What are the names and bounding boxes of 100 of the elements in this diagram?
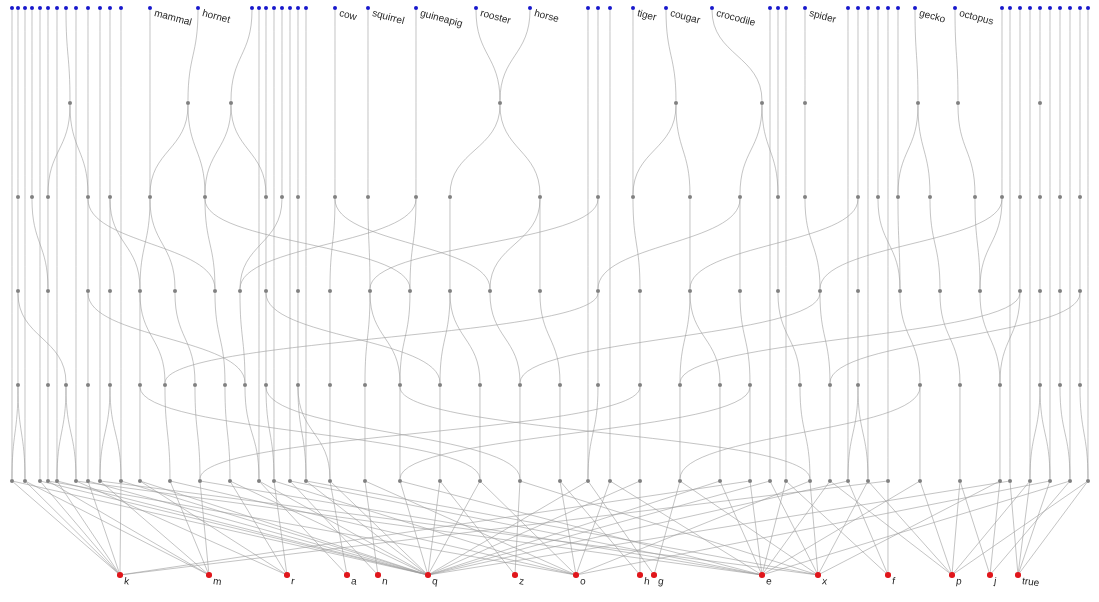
node-dot	[865, 478, 871, 484]
edge-line	[17, 386, 26, 480]
node-dot	[775, 288, 781, 294]
node-dot	[97, 478, 103, 484]
node-dot	[1057, 288, 1063, 294]
edge-line	[514, 482, 521, 573]
edge-line	[409, 198, 417, 290]
node-dot	[1018, 6, 1022, 10]
node-dot	[595, 288, 601, 294]
node-dot	[856, 6, 860, 10]
node-label: h	[643, 575, 651, 588]
edge-line	[364, 482, 378, 573]
edge-line	[920, 482, 952, 573]
node-dot	[687, 288, 693, 294]
node-dot	[288, 6, 292, 10]
node-dot	[202, 194, 208, 200]
edge-line	[101, 482, 208, 574]
node-dot	[212, 288, 218, 294]
node-dot	[768, 6, 772, 10]
edge-line	[65, 9, 71, 102]
edge-line	[539, 292, 561, 384]
node-dot	[167, 478, 173, 484]
node-dot	[15, 382, 21, 388]
node-dot	[595, 382, 601, 388]
edge-line	[831, 481, 951, 574]
node-dot	[397, 382, 403, 388]
node-dot	[257, 6, 261, 10]
edge-line	[857, 292, 859, 384]
node-dot	[85, 194, 91, 200]
node-dot	[295, 382, 301, 388]
edge-line	[720, 482, 762, 573]
edge-line	[991, 482, 1069, 574]
node-dot	[955, 100, 961, 106]
edge-line	[449, 198, 451, 290]
node-dot	[802, 194, 808, 200]
node-dot	[45, 194, 51, 200]
node-label: tiger	[636, 7, 658, 24]
edge-line	[1079, 386, 1089, 480]
node-dot	[15, 288, 21, 294]
node-dot	[1008, 6, 1012, 10]
node-dot	[497, 100, 503, 106]
edge-line	[848, 482, 888, 573]
edge-line	[479, 386, 481, 480]
node-dot	[98, 6, 102, 10]
node-dot	[895, 194, 901, 200]
edge-line	[47, 198, 49, 290]
edge-line	[1059, 198, 1061, 290]
node-dot	[137, 382, 143, 388]
node-dot	[30, 6, 34, 10]
edge-line	[224, 386, 231, 480]
edge-line	[366, 481, 574, 575]
edge-line	[954, 9, 959, 102]
edge-line	[430, 481, 847, 575]
node-dot	[897, 288, 903, 294]
edge-line	[331, 482, 427, 574]
node-dot	[717, 478, 723, 484]
node-dot	[263, 382, 269, 388]
node-dot	[118, 478, 124, 484]
edge-line	[799, 386, 811, 480]
node-dot	[630, 194, 636, 200]
node-dot	[557, 478, 563, 484]
edge-line	[187, 9, 199, 102]
edge-line	[999, 386, 1001, 480]
node-dot	[172, 288, 178, 294]
edge-line	[761, 104, 779, 196]
node-dot	[55, 6, 59, 10]
edge-line	[632, 198, 641, 290]
edge-line	[679, 292, 1021, 384]
node-dot	[827, 478, 833, 484]
node-dot	[1027, 478, 1033, 484]
node-dot	[107, 382, 113, 388]
node-dot	[855, 382, 861, 388]
node-label: true	[1021, 575, 1041, 590]
edge-line	[521, 481, 816, 575]
node-dot	[137, 288, 143, 294]
node-dot	[365, 194, 371, 200]
edge-line	[597, 198, 599, 290]
edge-line	[539, 198, 541, 290]
node-dot	[1078, 6, 1082, 10]
node-dot	[687, 194, 693, 200]
node-dot	[197, 478, 203, 484]
node-dot	[250, 6, 254, 10]
edge-line	[47, 386, 49, 480]
node-dot	[54, 478, 60, 484]
node-dot	[271, 478, 277, 484]
node-dot	[917, 382, 923, 388]
node-dot	[437, 382, 443, 388]
node-dot	[295, 194, 301, 200]
node-dot	[222, 382, 228, 388]
node-dot	[637, 382, 643, 388]
node-dot	[1038, 6, 1042, 10]
node-dot	[747, 478, 753, 484]
node-dot	[1077, 194, 1083, 200]
node-dot	[595, 194, 601, 200]
edge-line	[869, 482, 951, 574]
edge-line	[88, 482, 120, 573]
node-dot	[137, 478, 143, 484]
edge-line	[139, 292, 166, 384]
node-dot	[85, 478, 91, 484]
node-dot	[477, 382, 483, 388]
